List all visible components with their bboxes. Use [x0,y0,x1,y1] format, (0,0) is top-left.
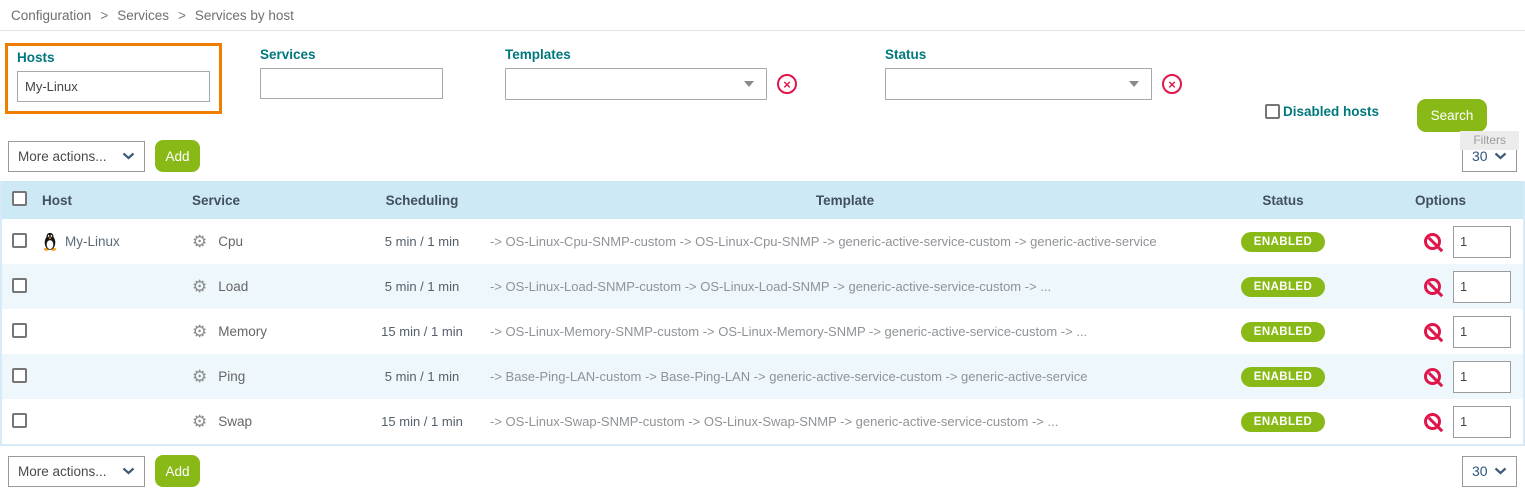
row-checkbox[interactable] [12,277,27,293]
add-button[interactable]: Add [155,140,200,172]
page-size-select[interactable]: 30 [1462,455,1517,487]
scheduling-value: 5 min / 1 min [384,234,460,249]
templates-label: Templates [505,47,571,62]
hosts-input[interactable] [17,71,210,102]
status-label: Status [885,47,927,62]
services-filter-group: Services [260,47,443,99]
host-name[interactable]: My-Linux [65,234,120,249]
header-scheduling[interactable]: Scheduling [385,192,459,208]
scheduling-value: 5 min / 1 min [384,369,460,384]
options-input[interactable] [1453,360,1511,393]
hosts-filter-group: Hosts [5,43,222,114]
table-row: My-Linux ⚙ Cpu 5 min / 1 min -> OS-Linux… [2,219,1523,264]
disabled-hosts-checkbox[interactable] [1265,104,1280,119]
templates-select[interactable] [505,68,767,100]
template-chain: -> Base-Ping-LAN-custom -> Base-Ping-LAN… [490,369,1088,384]
service-name[interactable]: Load [218,279,249,294]
filter-panel: Hosts Services Templates × Status × Disa… [0,30,1525,150]
gear-icon: ⚙ [192,278,208,295]
bottom-toolbar: More actions... Add 30 [0,446,1525,496]
services-table: Host Service Scheduling Template Status … [0,181,1525,446]
template-chain: -> OS-Linux-Cpu-SNMP-custom -> OS-Linux-… [490,234,1157,249]
header-host[interactable]: Host [42,192,72,208]
templates-clear-icon[interactable]: × [777,74,797,94]
row-checkbox[interactable] [12,232,27,248]
disable-icon[interactable] [1424,368,1441,385]
service-name[interactable]: Memory [218,324,268,339]
status-badge: ENABLED [1240,231,1326,252]
status-badge: ENABLED [1240,276,1326,297]
search-button[interactable]: Search [1417,99,1487,132]
breadcrumb-services[interactable]: Services [117,7,169,23]
row-checkbox[interactable] [12,322,27,338]
chevron-down-icon [1129,81,1139,87]
breadcrumb-services-by-host[interactable]: Services by host [194,7,294,23]
status-badge: ENABLED [1240,321,1326,342]
status-select[interactable] [885,68,1152,100]
chevron-down-icon [744,81,754,87]
gear-icon: ⚙ [192,413,208,430]
chevron-down-icon [1494,152,1507,160]
page-size-value: 30 [1472,148,1488,164]
table-row: ⚙ Load 5 min / 1 min -> OS-Linux-Load-SN… [2,264,1523,309]
top-toolbar: More actions... Add 30 [0,131,1525,181]
more-actions-label: More actions... [18,463,107,479]
table-row: ⚙ Swap 15 min / 1 min -> OS-Linux-Swap-S… [2,399,1523,444]
template-chain: -> OS-Linux-Load-SNMP-custom -> OS-Linux… [490,279,1052,294]
breadcrumb-configuration[interactable]: Configuration [11,7,92,23]
service-name[interactable]: Ping [218,369,246,384]
header-status[interactable]: Status [1262,192,1304,208]
table-header-row: Host Service Scheduling Template Status … [2,181,1523,219]
options-input[interactable] [1453,270,1511,303]
select-all-checkbox[interactable] [12,191,27,206]
table-row: ⚙ Memory 15 min / 1 min -> OS-Linux-Memo… [2,309,1523,354]
options-input[interactable] [1453,225,1511,258]
scheduling-value: 15 min / 1 min [381,414,463,429]
templates-filter-group: Templates × [505,47,797,100]
gear-icon: ⚙ [192,323,208,340]
status-badge: ENABLED [1240,366,1326,387]
header-options[interactable]: Options [1415,192,1466,208]
breadcrumb: Configuration > Services > Services by h… [0,0,1525,30]
scheduling-value: 15 min / 1 min [381,324,463,339]
more-actions-select[interactable]: More actions... [8,140,145,172]
gear-icon: ⚙ [192,233,208,250]
options-input[interactable] [1453,315,1511,348]
disable-icon[interactable] [1424,278,1441,295]
row-checkbox[interactable] [12,412,27,428]
services-input[interactable] [260,68,443,99]
more-actions-label: More actions... [18,148,107,164]
header-service[interactable]: Service [192,192,241,208]
chevron-down-icon [122,467,135,475]
disabled-hosts-label: Disabled hosts [1283,104,1380,119]
service-name[interactable]: Swap [218,414,253,429]
chevron-down-icon [122,152,135,160]
breadcrumb-separator: > [100,7,109,23]
status-filter-group: Status × [885,47,1182,100]
add-button[interactable]: Add [155,455,200,487]
disable-icon[interactable] [1424,323,1441,340]
filters-section-label: Filters [1460,131,1519,150]
disable-icon[interactable] [1424,413,1441,430]
linux-host-icon [42,232,58,251]
row-checkbox[interactable] [12,367,27,383]
service-name[interactable]: Cpu [218,234,244,249]
gear-icon: ⚙ [192,368,208,385]
status-clear-icon[interactable]: × [1162,74,1182,94]
hosts-label: Hosts [17,50,55,65]
disable-icon[interactable] [1424,233,1441,250]
table-row: ⚙ Ping 5 min / 1 min -> Base-Ping-LAN-cu… [2,354,1523,399]
page-size-value: 30 [1472,463,1488,479]
scheduling-value: 5 min / 1 min [384,279,460,294]
header-template[interactable]: Template [815,192,875,208]
more-actions-select[interactable]: More actions... [8,455,145,487]
breadcrumb-separator: > [177,7,186,23]
template-chain: -> OS-Linux-Memory-SNMP-custom -> OS-Lin… [490,324,1088,339]
chevron-down-icon [1494,467,1507,475]
status-badge: ENABLED [1240,411,1326,432]
disabled-hosts-group: Disabled hosts [1265,104,1379,119]
services-label: Services [260,47,316,62]
template-chain: -> OS-Linux-Swap-SNMP-custom -> OS-Linux… [490,414,1059,429]
options-input[interactable] [1453,405,1511,438]
